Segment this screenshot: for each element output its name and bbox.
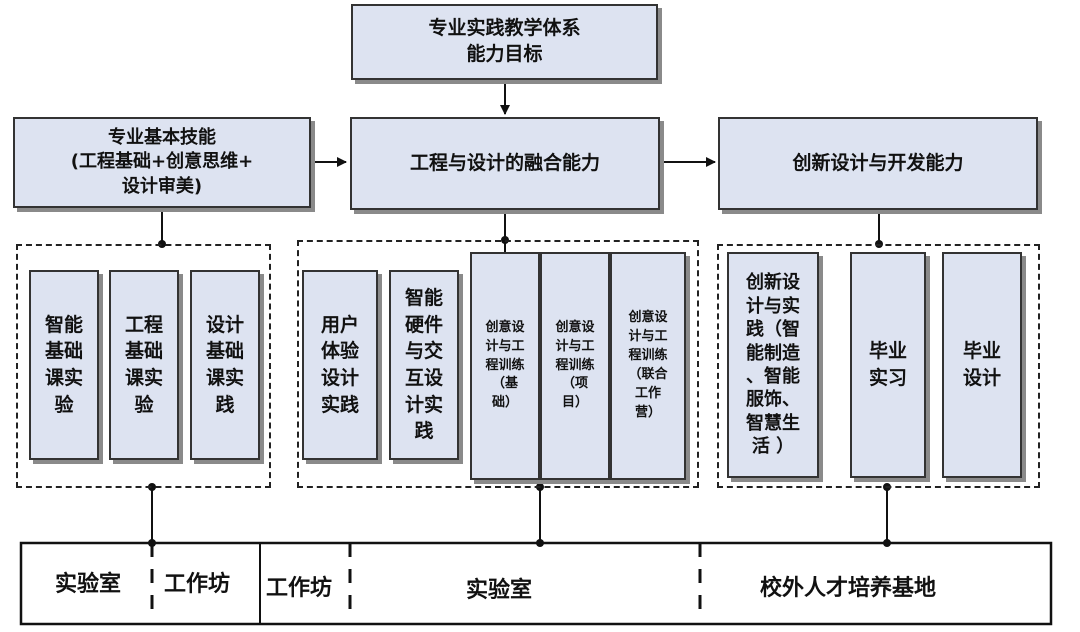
fusion-ability-box: 工程与设计的融合能力 [350,117,660,210]
training-joint-workshop: 创意设 计与工 程训练 （联合 工作 营） [610,252,686,480]
course-smart-hardware-practice: 智能 硬件 与交 互设 计实 践 [389,270,459,460]
course-engineering-basic-lab: 工程 基础 课实 验 [109,270,179,460]
base-lab-left: 实验室 [55,572,122,597]
course-design-basic-practice: 设计 基础 课实 践 [190,270,260,460]
graduation-design: 毕业 设计 [942,252,1022,478]
base-workshop-left: 工作坊 [164,572,231,597]
base-lab-middle: 实验室 [466,578,533,603]
base-workshop-middle: 工作坊 [266,576,333,601]
base-external-training: 校外人才培养基地 [760,576,937,601]
goal-box: 专业实践教学体系 能力目标 [351,4,658,80]
training-project: 创意设 计与工 程训练 （项 目） [540,252,610,480]
group-innovation-practice [717,244,1040,488]
training-basic: 创意设 计与工 程训练 （基 础） [470,252,540,480]
base-bar [19,541,1053,626]
basic-skills-box: 专业基本技能 (工程基础+创意思维+ 设计审美) [13,117,311,208]
course-innovation-design-practice: 创新设 计与实 践（智 能制造 、智能 服饰、 智慧生 活 ） [727,252,819,478]
group-fusion-practice [297,240,699,488]
graduation-internship: 毕业 实习 [850,252,926,478]
course-ux-design-practice: 用户 体验 设计 实践 [302,270,378,460]
innovation-ability-box: 创新设计与开发能力 [718,117,1038,210]
group-basic-courses [16,244,271,488]
course-intelligent-basic-lab: 智能 基础 课实 验 [29,270,99,460]
